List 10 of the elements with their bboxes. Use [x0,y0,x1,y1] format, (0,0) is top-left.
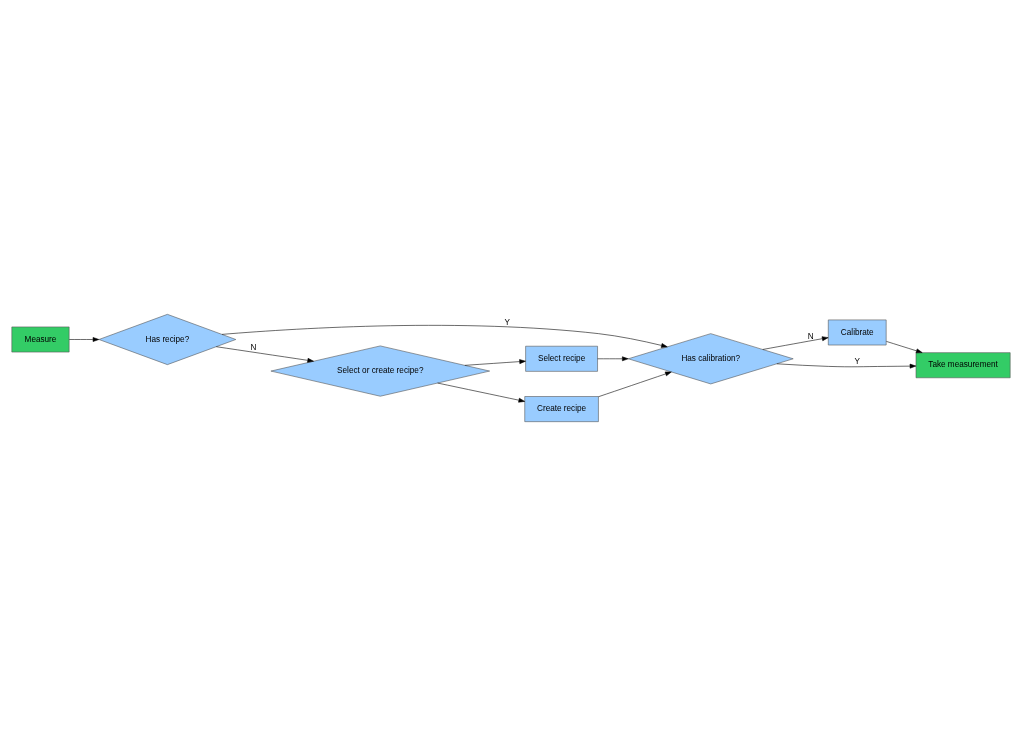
arrow [464,359,526,366]
arrow [437,382,525,403]
arrow [598,371,672,397]
arrow [69,337,100,342]
arrow [886,341,923,354]
arrow [216,346,314,363]
arrow [597,356,629,362]
arrow [776,363,917,369]
arrow [221,325,668,348]
arrow [762,336,829,350]
